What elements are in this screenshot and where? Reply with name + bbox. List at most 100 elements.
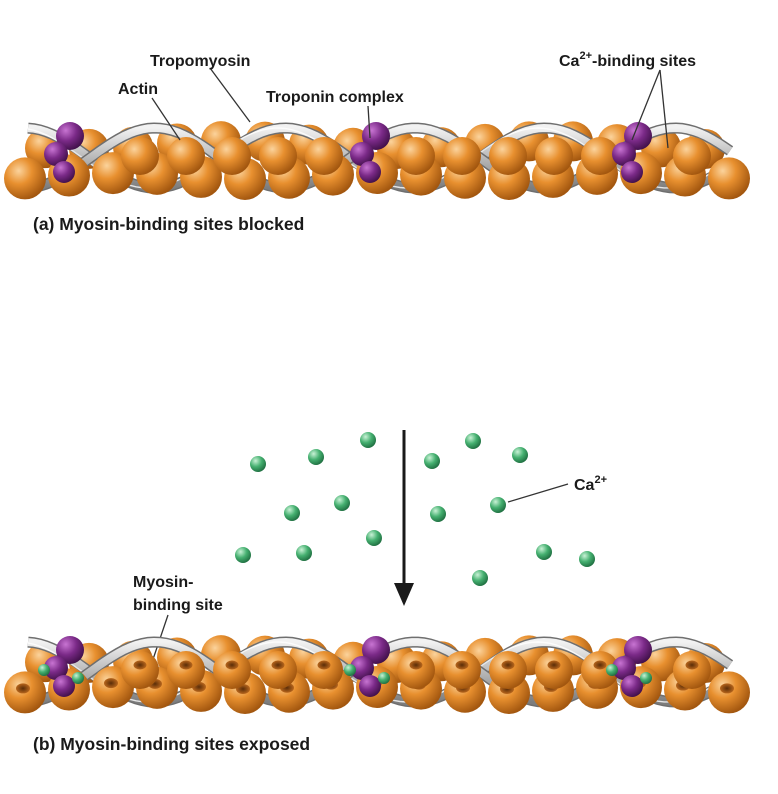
free-calcium-ion: [465, 433, 481, 449]
actin-monomer: [443, 137, 481, 175]
actin-monomer: [213, 137, 251, 175]
free-calcium-ion: [430, 506, 446, 522]
troponin-complex-label: Troponin complex: [266, 89, 404, 106]
thin-filament-b: [4, 635, 750, 714]
bound-calcium-ion: [344, 664, 356, 676]
troponin-subunit: [44, 142, 68, 166]
myosin-binding-site: [271, 660, 285, 670]
actin-monomer: [213, 651, 251, 689]
actin-monomer: [305, 137, 343, 175]
myosin-binding-site: [685, 660, 699, 670]
actin-monomer: [167, 137, 205, 175]
actin-monomer: [259, 651, 297, 689]
myosin-binding-site-label-1: Myosin-: [133, 574, 193, 591]
actin-middle-row: [121, 137, 711, 175]
ca-sites-leader-2: [659, 69, 669, 149]
ca-ion-label: Ca2+: [574, 474, 607, 494]
free-calcium-ion: [472, 570, 488, 586]
free-calcium-ion: [490, 497, 506, 513]
free-calcium-ion: [235, 547, 251, 563]
bound-calcium-ion: [72, 672, 84, 684]
myosin-binding-site: [179, 660, 193, 670]
troponin-complex: [38, 636, 84, 697]
actin-leader: [151, 97, 181, 141]
arrow-head: [394, 583, 414, 606]
myosin-binding-site: [225, 660, 239, 670]
actin-monomer: [443, 651, 481, 689]
bound-calcium-ion: [640, 672, 652, 684]
myosin-binding-site: [133, 660, 147, 670]
myosin-binding-site: [409, 660, 423, 670]
actin-monomer: [489, 651, 527, 689]
bound-calcium-ion: [38, 664, 50, 676]
calcium-ions: [235, 432, 595, 586]
troponin-subunit: [53, 675, 75, 697]
arrow-down: [394, 430, 414, 606]
myosin-binding-site: [317, 660, 331, 670]
troponin-subunit: [621, 675, 643, 697]
troponin-subunit: [359, 675, 381, 697]
actin-monomer: [489, 137, 527, 175]
actin-middle-row: [121, 651, 711, 689]
actin-monomer: [4, 157, 46, 200]
troponin-subunit: [350, 142, 374, 166]
tropomyosin-label: Tropomyosin: [150, 53, 250, 70]
troponin-subunit: [44, 656, 68, 680]
ca-binding-sites-label: Ca2+-binding sites: [559, 50, 696, 70]
free-calcium-ion: [360, 432, 376, 448]
troponin-subunit: [362, 636, 390, 664]
troponin-subunit: [56, 122, 84, 150]
free-calcium-ion: [250, 456, 266, 472]
ca-ion-leader: [507, 483, 569, 503]
troponin-leader: [367, 105, 371, 139]
actin-monomer: [121, 651, 159, 689]
myosin-binding-site: [547, 660, 561, 670]
troponin-complex: [344, 636, 390, 697]
actin-monomer: [535, 137, 573, 175]
actin-monomer: [673, 651, 711, 689]
free-calcium-ion: [284, 505, 300, 521]
myosin-binding-site: [104, 678, 118, 689]
actin-label: Actin: [118, 81, 158, 98]
bound-calcium-ion: [606, 664, 618, 676]
actin-monomer: [673, 137, 711, 175]
ca-sites-leader-1: [631, 69, 661, 141]
troponin-subunit: [621, 161, 643, 183]
troponin-complex: [44, 122, 84, 183]
myosin-binding-site-label-2: binding site: [133, 597, 223, 614]
bound-calcium-ion: [378, 672, 390, 684]
tropomyosin-leader: [209, 67, 251, 123]
thin-filament-a: [4, 121, 750, 200]
free-calcium-ion: [512, 447, 528, 463]
actin-monomer: [121, 137, 159, 175]
free-calcium-ion: [334, 495, 350, 511]
free-calcium-ion: [424, 453, 440, 469]
free-calcium-ion: [579, 551, 595, 567]
actin-monomer: [305, 651, 343, 689]
actin-monomer: [535, 651, 573, 689]
free-calcium-ion: [296, 545, 312, 561]
free-calcium-ion: [308, 449, 324, 465]
troponin-subunit: [624, 636, 652, 664]
panel-b-caption: (b) Myosin-binding sites exposed: [33, 734, 310, 754]
free-calcium-ion: [536, 544, 552, 560]
troponin-complex: [606, 636, 652, 697]
troponin-complexes: [38, 636, 652, 697]
actin-monomer: [708, 157, 750, 200]
myosin-binding-site: [593, 660, 607, 670]
myosin-binding-site: [455, 660, 469, 670]
troponin-complex: [612, 122, 652, 183]
actin-monomer: [397, 137, 435, 175]
panel-a-caption: (a) Myosin-binding sites blocked: [33, 214, 304, 234]
troponin-subunit: [624, 122, 652, 150]
troponin-subunit: [359, 161, 381, 183]
troponin-subunit: [612, 142, 636, 166]
troponin-subunit: [350, 656, 374, 680]
actin-monomer: [259, 137, 297, 175]
troponin-subunit: [612, 656, 636, 680]
myosin-binding-site: [501, 660, 515, 670]
myosin-binding-site: [16, 683, 30, 694]
free-calcium-ion: [366, 530, 382, 546]
actin-monomer: [581, 651, 619, 689]
